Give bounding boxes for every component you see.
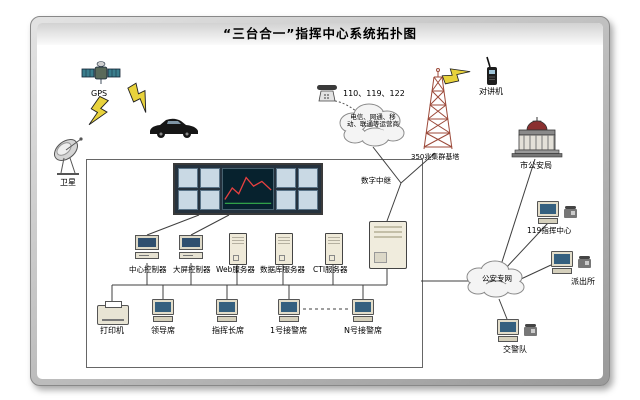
label-hotlines: 110、119、122	[343, 89, 405, 98]
gps-satellite-icon	[81, 61, 121, 84]
keyboard	[552, 268, 572, 274]
label-digital-trunk: 数字中继	[361, 176, 391, 185]
controller-box	[135, 252, 159, 259]
wall-screen	[276, 190, 296, 210]
car-icon	[150, 118, 198, 138]
lightning-icon	[88, 95, 110, 126]
monitor	[152, 299, 174, 315]
label-db-server: 数据库服务器	[260, 265, 305, 274]
label-seat1: 1号接警席	[270, 326, 308, 335]
connection-lines	[88, 68, 552, 320]
monitor	[135, 235, 159, 250]
label-fire-command: 119指挥中心	[527, 226, 572, 235]
label-satellite: 卫星	[60, 178, 76, 187]
wall-screen	[276, 168, 296, 188]
title-bar: “三台合一”指挥中心系统拓扑图	[37, 23, 603, 45]
controller-box	[179, 252, 203, 259]
label-walkie-talkie: 对讲机	[479, 87, 503, 96]
wall-screen	[200, 168, 220, 188]
satellite-dish-icon	[53, 137, 83, 175]
desk-phone-icon	[564, 206, 577, 218]
keyboard	[217, 316, 237, 322]
digital-trunk-rack-icon	[369, 221, 407, 269]
fire-command-computer-icon	[537, 201, 559, 224]
label-center-controller: 中心控制器	[129, 265, 167, 274]
wall-screen	[178, 168, 198, 188]
keyboard	[153, 316, 173, 322]
label-traffic-police: 交警队	[503, 345, 527, 354]
police-station-computer-icon	[551, 251, 573, 274]
government-building-icon	[511, 117, 563, 158]
wall-screen	[200, 190, 220, 210]
seatN-icon	[352, 299, 374, 322]
monitor	[352, 299, 374, 315]
keyboard	[353, 316, 373, 322]
monitor	[216, 299, 238, 315]
label-police-net: 公安专网	[482, 274, 512, 283]
center-controller-icon	[135, 235, 159, 259]
cti-server-icon	[325, 233, 343, 265]
label-web-server: Web服务器	[216, 265, 255, 274]
lightning-icon	[127, 82, 147, 113]
label-telecom-cloud: 电信、网通、移动、联通等运营商	[347, 113, 399, 129]
leader-seat-icon	[152, 299, 174, 322]
printer-icon	[97, 301, 129, 325]
phone-to-cloud-link	[334, 100, 362, 116]
wall-controller-icon	[179, 235, 203, 259]
wall-right-screens	[276, 168, 318, 210]
label-commander-seat: 指挥长席	[212, 326, 244, 335]
monitor	[497, 319, 519, 335]
web-server-icon	[229, 233, 247, 265]
monitor	[278, 299, 300, 315]
wall-screen	[298, 168, 318, 188]
lightning-icon	[441, 68, 471, 85]
monitor	[179, 235, 203, 250]
keyboard	[279, 316, 299, 322]
keyboard	[498, 336, 518, 342]
wall-chart	[224, 176, 272, 204]
telecom-cloud-icon	[339, 103, 405, 147]
label-printer: 打印机	[100, 326, 124, 335]
label-city-bureau: 市公安局	[520, 161, 552, 170]
label-cti-server: CTI服务器	[313, 265, 348, 274]
label-wall-controller: 大屏控制器	[173, 265, 211, 274]
label-tower: 350兆集群基塔	[411, 153, 460, 161]
label-gps: GPS	[91, 89, 108, 98]
page-title: “三台合一”指挥中心系统拓扑图	[223, 26, 417, 41]
wall-left-screens	[178, 168, 220, 210]
diagram-canvas: “三台合一”指挥中心系统拓扑图	[37, 23, 603, 379]
label-seatN: N号接警席	[344, 326, 382, 335]
label-police-station: 派出所	[571, 277, 595, 286]
keyboard	[538, 218, 558, 224]
desk-phone-icon	[524, 324, 537, 336]
desk-phone-icon	[578, 256, 591, 268]
monitor	[537, 201, 559, 217]
video-wall	[173, 163, 323, 215]
wall-screen	[178, 190, 198, 210]
database-server-icon	[275, 233, 293, 265]
monitor	[551, 251, 573, 267]
wall-chart-screen	[222, 168, 274, 210]
commander-seat-icon	[216, 299, 238, 322]
police-net-cloud-icon	[466, 260, 525, 298]
wall-screen	[298, 190, 318, 210]
traffic-police-computer-icon	[497, 319, 519, 342]
hotline-phone-icon	[317, 85, 337, 102]
seat1-icon	[278, 299, 300, 322]
label-leader-seat: 领导席	[151, 326, 175, 335]
command-center-box	[86, 159, 423, 368]
walkie-talkie-icon	[486, 56, 497, 85]
diagram-frame: “三台合一”指挥中心系统拓扑图	[30, 16, 610, 386]
radio-tower-icon	[423, 68, 453, 150]
